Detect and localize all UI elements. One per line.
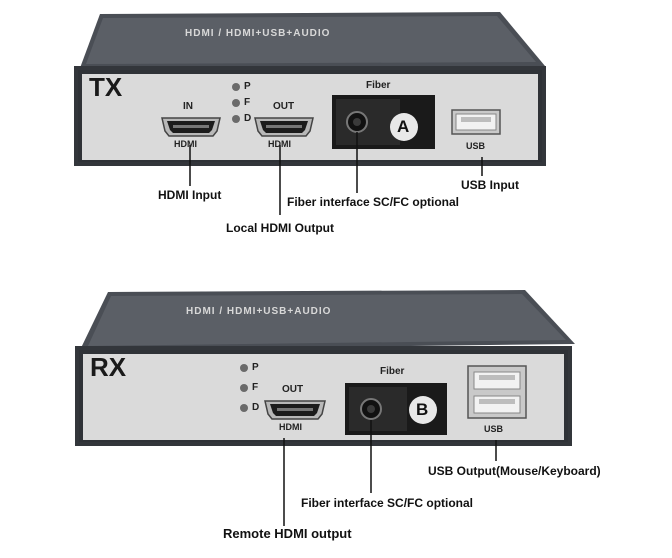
tx-led-p: [232, 83, 240, 91]
rx-hdmi-out-sublabel: HDMI: [279, 422, 302, 432]
tx-usb-port: [451, 109, 501, 135]
tx-fiber-badge: A: [397, 117, 410, 136]
tx-callout-usb-input: USB Input: [461, 178, 519, 192]
rx-hdmi-out-label: OUT: [282, 384, 304, 395]
rx-usb-label: USB: [484, 424, 504, 434]
tx-hdmi-out-port: [254, 117, 314, 137]
tx-unit-label: TX: [89, 72, 123, 102]
tx-hdmi-out-label: OUT: [273, 101, 295, 112]
rx-usb-ports: [467, 365, 527, 419]
rx-fiber-badge: B: [416, 400, 429, 419]
tx-fiber-label: Fiber: [366, 80, 391, 91]
tx-callout-hdmi-input: HDMI Input: [158, 188, 222, 202]
tx-led-label-d: D: [244, 113, 252, 124]
tx-device: HDMI / HDMI+USB+AUDIO TX P F D IN HDMI O…: [0, 0, 672, 250]
rx-fiber-module: [345, 383, 447, 435]
tx-led-d: [232, 115, 240, 123]
rx-led-label-p: P: [252, 362, 259, 373]
rx-device: HDMI / HDMI+USB+AUDIO RX P F D OUT HDMI …: [0, 280, 672, 558]
rx-top-title: HDMI / HDMI+USB+AUDIO: [186, 306, 332, 317]
tx-callout-fiber: Fiber interface SC/FC optional: [287, 195, 460, 209]
tx-chassis-art: [74, 12, 546, 215]
tx-usb-label: USB: [466, 141, 486, 151]
tx-hdmi-in-label: IN: [183, 101, 193, 112]
rx-chassis-art: [75, 290, 575, 526]
tx-hdmi-out-sublabel: HDMI: [268, 139, 291, 149]
rx-hdmi-out-port: [264, 400, 326, 420]
rx-led-d: [240, 404, 248, 412]
rx-callout-fiber: Fiber interface SC/FC optional: [301, 496, 474, 510]
rx-led-label-d: D: [252, 402, 260, 413]
rx-led-label-f: F: [252, 382, 259, 393]
rx-led-p: [240, 364, 248, 372]
tx-hdmi-in-sublabel: HDMI: [174, 139, 197, 149]
tx-led-label-p: P: [244, 81, 251, 92]
tx-top-title: HDMI / HDMI+USB+AUDIO: [185, 28, 331, 39]
tx-fiber-module: [332, 95, 435, 149]
tx-hdmi-in-port: [161, 117, 221, 137]
rx-callout-remote-hdmi: Remote HDMI output: [223, 526, 352, 541]
tx-led-label-f: F: [244, 97, 251, 108]
tx-callout-local-hdmi: Local HDMI Output: [226, 221, 334, 235]
rx-unit-label: RX: [90, 352, 127, 382]
rx-fiber-label: Fiber: [380, 366, 405, 377]
rx-led-f: [240, 384, 248, 392]
rx-callout-usb-output: USB Output(Mouse/Keyboard): [428, 464, 601, 478]
tx-led-f: [232, 99, 240, 107]
